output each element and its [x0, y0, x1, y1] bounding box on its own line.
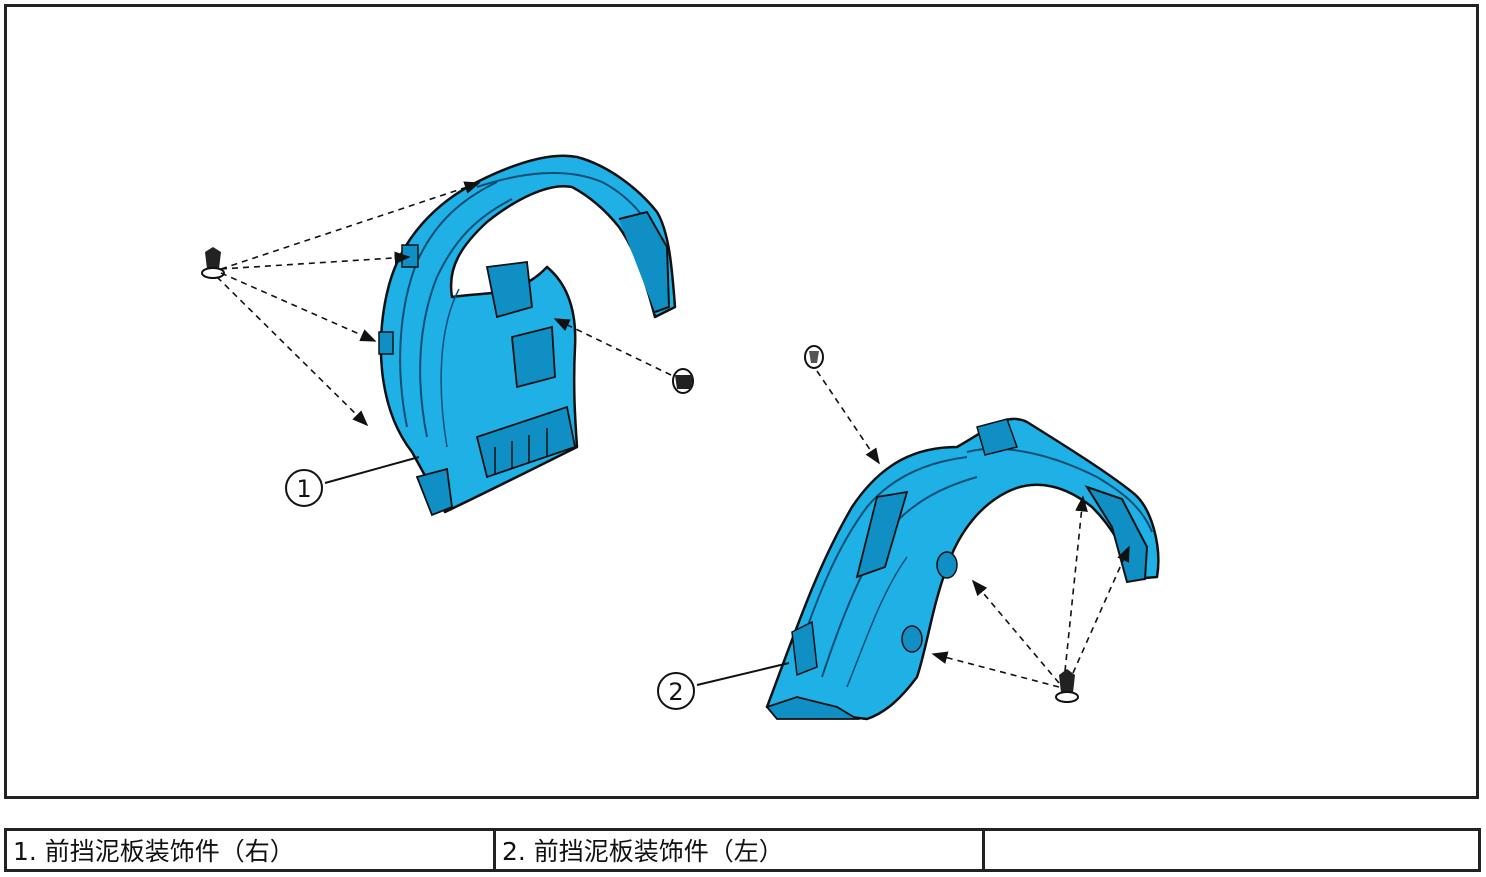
fender-liner-left	[765, 417, 1160, 721]
push-clip-middle	[672, 368, 694, 394]
legend-item-2: 2. 前挡泥板装饰件（左）	[493, 828, 985, 872]
legend-item-3	[982, 828, 1481, 872]
callout-1-number: 1	[296, 475, 311, 503]
push-clip-left	[201, 247, 225, 279]
legend-item-1: 1. 前挡泥板装饰件（右）	[4, 828, 496, 872]
parts-legend-table: 1. 前挡泥板装饰件（右） 2. 前挡泥板装饰件（左）	[4, 828, 1481, 872]
push-clip-right	[1055, 669, 1079, 703]
diagram-frame: 1 2	[4, 4, 1479, 799]
callout-1: 1	[285, 456, 420, 507]
callout-2-number: 2	[668, 678, 683, 706]
exploded-view-diagram: 1 2	[201, 154, 1160, 721]
fastener-arrows	[216, 181, 1130, 688]
legend-row: 1. 前挡泥板装饰件（右） 2. 前挡泥板装饰件（左）	[4, 828, 1481, 872]
push-clip-top	[804, 345, 824, 369]
fender-liner-right	[378, 154, 677, 517]
callout-2: 2	[657, 662, 790, 710]
